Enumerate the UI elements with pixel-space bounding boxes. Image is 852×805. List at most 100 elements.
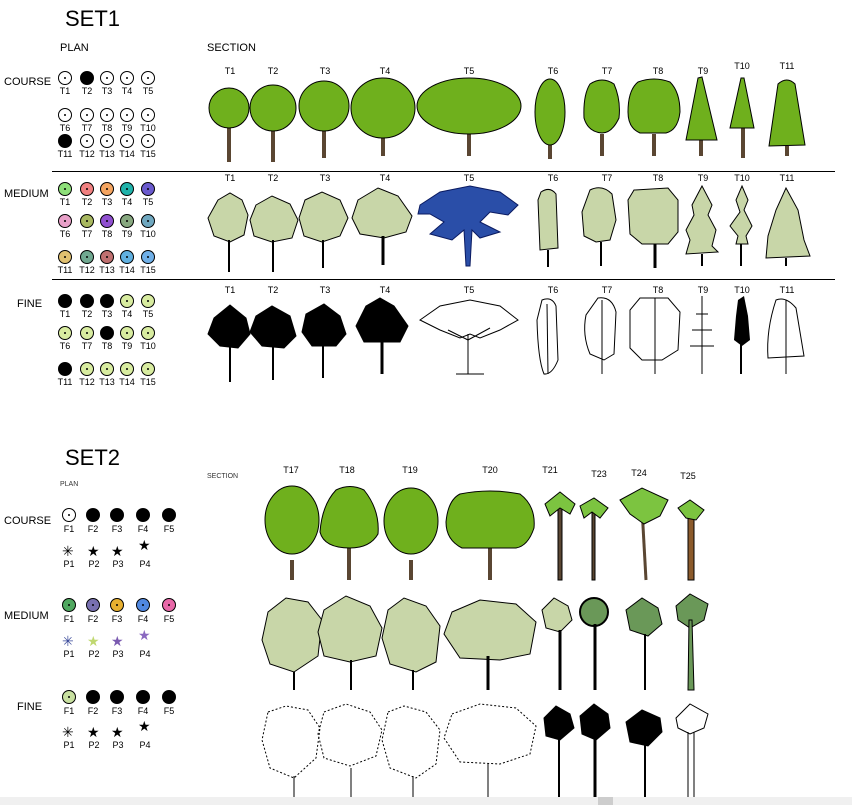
plan-symbol-icon xyxy=(110,690,124,704)
plan-symbol-icon xyxy=(58,294,72,308)
plan-symbol-label: T7 xyxy=(81,341,93,351)
section-label: T7 xyxy=(601,66,613,76)
section-label: T17 xyxy=(283,465,299,475)
plan-symbol-icon xyxy=(120,362,134,376)
plan-symbol-label: T4 xyxy=(121,197,133,207)
plan-symbol-label: T3 xyxy=(101,86,113,96)
plan-symbol-icon xyxy=(120,326,134,340)
section-label: T7 xyxy=(601,285,613,295)
plan-symbol-label: F4 xyxy=(137,524,149,534)
plan-symbol-icon xyxy=(80,362,94,376)
section-label: T25 xyxy=(680,471,696,481)
plan-symbol-label: P3 xyxy=(112,559,124,569)
plan-symbol-label: T12 xyxy=(79,377,95,387)
section-label: T3 xyxy=(319,66,331,76)
plan-symbol-label: T1 xyxy=(59,197,71,207)
section-label: T8 xyxy=(652,66,664,76)
plan-symbol-label: P3 xyxy=(112,649,124,659)
horizontal-scrollbar[interactable] xyxy=(0,797,852,805)
plan-symbol-label: F5 xyxy=(163,524,175,534)
plan-symbol-icon xyxy=(80,294,94,308)
plan-symbol-label: T15 xyxy=(140,377,156,387)
plan-symbol-label: T5 xyxy=(142,86,154,96)
plan-symbol-label: P4 xyxy=(139,559,151,569)
plan-symbol-icon xyxy=(141,134,155,148)
plan-symbol-label: F4 xyxy=(137,706,149,716)
plan-symbol-label: P1 xyxy=(63,559,75,569)
plan-symbol-icon xyxy=(110,598,124,612)
plan-symbol-icon xyxy=(120,214,134,228)
plan-symbol-label: T8 xyxy=(101,341,113,351)
section-label: T7 xyxy=(601,173,613,183)
palm-plan-symbol-icon: ★ xyxy=(138,627,151,643)
plan-symbol-icon xyxy=(80,214,94,228)
plan-symbol-icon xyxy=(58,326,72,340)
plan-symbol-label: T6 xyxy=(59,123,71,133)
plan-symbol-label: T12 xyxy=(79,265,95,275)
plan-symbol-icon xyxy=(100,71,114,85)
plan-symbol-icon xyxy=(141,326,155,340)
section-label: T4 xyxy=(379,285,391,295)
plan-symbol-label: F3 xyxy=(111,614,123,624)
palm-plan-symbol-icon: ★ xyxy=(111,543,124,559)
plan-symbol-label: F5 xyxy=(163,614,175,624)
set2-row-label-medium: MEDIUM xyxy=(4,610,49,622)
plan-symbol-label: P1 xyxy=(63,649,75,659)
plan-symbol-icon xyxy=(58,182,72,196)
plan-symbol-label: T11 xyxy=(57,149,73,159)
plan-symbol-label: T6 xyxy=(59,229,71,239)
section-label: T2 xyxy=(267,285,279,295)
section-label: T3 xyxy=(319,285,331,295)
palm-plan-symbol-icon: ★ xyxy=(138,537,151,553)
section-label: T5 xyxy=(463,285,475,295)
plan-symbol-icon xyxy=(80,326,94,340)
plan-symbol-icon xyxy=(141,182,155,196)
plan-symbol-label: T15 xyxy=(140,149,156,159)
section-label: T10 xyxy=(734,61,750,71)
plan-symbol-label: F4 xyxy=(137,614,149,624)
plan-symbol-label: T5 xyxy=(142,197,154,207)
plan-symbol-icon xyxy=(162,508,176,522)
plan-symbol-icon xyxy=(100,108,114,122)
plan-symbol-icon xyxy=(100,250,114,264)
plan-symbol-label: T4 xyxy=(121,86,133,96)
plan-symbol-label: T14 xyxy=(119,377,135,387)
palm-plan-symbol-icon: ★ xyxy=(87,543,100,559)
plan-symbol-icon xyxy=(141,362,155,376)
plan-symbol-label: F2 xyxy=(87,524,99,534)
plan-symbol-icon xyxy=(141,214,155,228)
plan-symbol-icon xyxy=(86,508,100,522)
plan-symbol-icon xyxy=(110,508,124,522)
set1-title: SET1 xyxy=(65,6,121,31)
plan-symbol-label: P2 xyxy=(88,559,100,569)
scrollbar-thumb[interactable] xyxy=(598,797,613,805)
plan-symbol-label: T9 xyxy=(121,229,133,239)
section-label: T20 xyxy=(482,465,498,475)
section-label: T24 xyxy=(631,468,647,478)
section-label: T6 xyxy=(547,66,559,76)
plan-symbol-icon xyxy=(100,362,114,376)
plan-symbol-icon xyxy=(136,508,150,522)
set1-section-header: SECTION xyxy=(207,42,256,54)
section-label: T3 xyxy=(319,173,331,183)
plan-symbol-label: T10 xyxy=(140,341,156,351)
plan-symbol-icon xyxy=(141,108,155,122)
plan-symbol-icon xyxy=(100,214,114,228)
plan-symbol-label: F1 xyxy=(63,524,75,534)
section-label: T10 xyxy=(734,173,750,183)
set2-plan-header: PLAN xyxy=(60,481,79,488)
palm-plan-symbol-icon: ✳ xyxy=(62,543,74,559)
plan-symbol-label: F2 xyxy=(87,614,99,624)
plan-symbol-label: T12 xyxy=(79,149,95,159)
plan-symbol-icon xyxy=(120,134,134,148)
section-label: T21 xyxy=(542,465,558,475)
palm-plan-symbol-icon: ★ xyxy=(111,633,124,649)
plan-symbol-label: T11 xyxy=(57,377,73,387)
palm-plan-symbol-icon: ★ xyxy=(111,724,124,740)
plan-symbol-label: T13 xyxy=(99,265,115,275)
plan-symbol-label: T6 xyxy=(59,341,71,351)
plan-symbol-icon xyxy=(100,326,114,340)
plan-symbol-label: T13 xyxy=(99,149,115,159)
